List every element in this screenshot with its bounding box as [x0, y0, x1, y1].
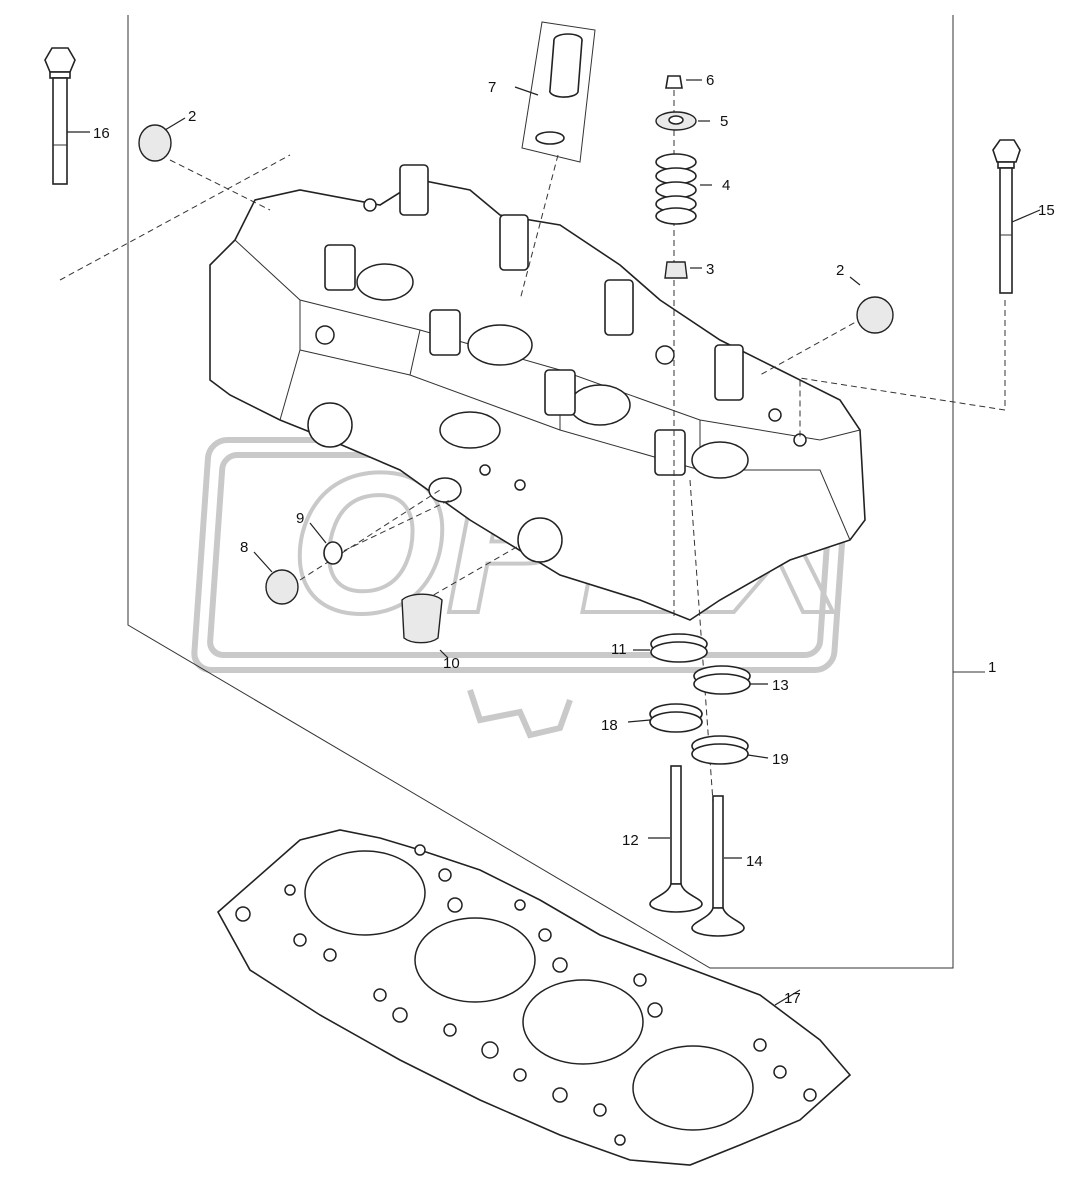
valves	[648, 765, 745, 937]
valve-guide-7	[514, 21, 596, 163]
callout-16: 16	[93, 125, 110, 142]
callout-4: 4	[722, 177, 730, 194]
callout-19: 19	[772, 751, 789, 768]
callout-11: 11	[611, 641, 627, 658]
callout-15: 15	[1038, 202, 1055, 219]
callout-7: 7	[488, 79, 496, 96]
callout-2-right: 2	[836, 262, 844, 279]
bolt-15	[992, 139, 1041, 294]
callout-18: 18	[601, 717, 618, 734]
valve-train	[655, 75, 712, 279]
bolt-16	[44, 47, 90, 185]
callout-13: 13	[772, 677, 789, 694]
cylinder-head	[209, 164, 866, 621]
callout-labels: 1 2 2 3 4 5 6 7 8 9 10 11 12 13 14 15 16…	[93, 72, 1055, 1007]
valve-seats	[627, 633, 769, 765]
callout-5: 5	[720, 113, 728, 130]
side-plugs	[253, 522, 449, 659]
callout-3: 3	[706, 261, 714, 278]
callout-12: 12	[622, 832, 639, 849]
valve-spring	[655, 153, 697, 225]
callout-8: 8	[240, 539, 248, 556]
callout-14: 14	[746, 853, 763, 870]
callout-6: 6	[706, 72, 714, 89]
callout-17: 17	[784, 990, 801, 1007]
callout-9: 9	[296, 510, 304, 527]
callout-1: 1	[988, 659, 996, 676]
head-gasket	[216, 829, 852, 1166]
callout-10: 10	[443, 655, 460, 672]
assembly-outline	[127, 15, 985, 969]
callout-2-left: 2	[188, 108, 196, 125]
plug-2	[138, 117, 894, 334]
